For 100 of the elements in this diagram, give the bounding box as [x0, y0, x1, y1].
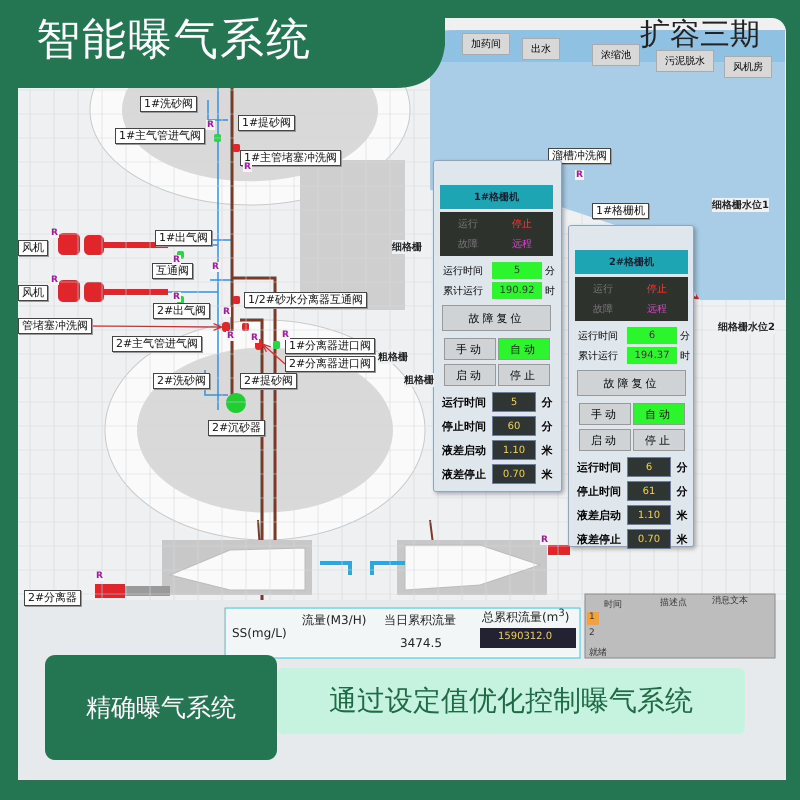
control-panel-window	[433, 160, 562, 492]
value-display: 1.10	[492, 440, 536, 460]
table-header: 当日累积流量	[384, 612, 456, 629]
table-header: 总累积流量(m$^{3}$)	[482, 608, 570, 626]
field-label: 累计运行	[442, 284, 484, 299]
status-text: 远程	[511, 238, 533, 252]
status-marker: R	[222, 307, 231, 317]
panel-button: 手动	[579, 403, 631, 425]
field-label: 液差停止	[576, 532, 622, 548]
nav-tab: 浓缩池	[592, 44, 640, 66]
screen-label: 粗格栅	[378, 350, 408, 364]
table-header: 流量(M3/H)	[302, 612, 366, 629]
valve-tag: 2#沉砂器	[208, 420, 266, 436]
status-marker: R	[243, 162, 252, 172]
valve-tag: 2#提砂阀	[240, 373, 298, 389]
panel-button: 故障复位	[577, 370, 686, 396]
valve-tag: 溜槽冲洗阀	[548, 148, 611, 164]
valve-tag: 1#主气管进气阀	[115, 128, 206, 144]
status-text: 远程	[646, 303, 668, 317]
nav-tab: 出水	[522, 38, 560, 60]
field-label: 分	[540, 418, 554, 434]
screen-label: 细格栅水位1	[712, 198, 769, 212]
panel-button: 启动	[444, 364, 496, 386]
status-marker: R	[250, 333, 259, 343]
valve-tag: 1/2#砂水分离器互通阀	[244, 292, 367, 308]
table-header: SS(mg/L)	[232, 626, 287, 640]
value-display: 60	[492, 416, 536, 436]
valve-tag: 2#分离器进口阀	[285, 356, 376, 372]
panel-button: 停止	[498, 364, 550, 386]
status-marker: R	[95, 571, 104, 581]
field-label: 停止时间	[440, 418, 487, 434]
field-label: 分	[676, 484, 688, 500]
field-label: 停止时间	[576, 484, 622, 500]
status-marker: R	[540, 535, 549, 545]
status-marker: R	[206, 120, 215, 130]
value-display: 6	[627, 457, 671, 477]
status-marker: R	[575, 170, 584, 180]
status-marker: R	[226, 331, 235, 341]
valve-tag: 互通阀	[152, 263, 193, 279]
field-label: 米	[540, 442, 554, 458]
status-marker: R	[50, 275, 59, 285]
field-label: 分	[676, 460, 688, 476]
screen-label: 粗格栅	[404, 373, 434, 387]
value-display: 6	[627, 327, 677, 344]
event-table-text: 就绪	[589, 646, 607, 659]
panel-title: 1#格栅机	[440, 185, 553, 209]
field-label: 运行时间	[442, 264, 484, 279]
event-table-text: 1	[589, 612, 595, 622]
event-table-text: 消息文本	[712, 594, 748, 607]
value-display: 5	[492, 392, 536, 412]
panel-button: 启动	[579, 429, 631, 451]
value-display: 61	[627, 481, 671, 501]
valve-tag: 1#提砂阀	[238, 115, 296, 131]
table-value: 1590312.0	[498, 631, 552, 642]
panel-button: 自动	[498, 338, 550, 360]
screen-label: 细格栅	[392, 240, 422, 254]
event-table-text: 时间	[604, 598, 622, 611]
valve-tag: 2#洗砂阀	[153, 373, 210, 389]
status-text: 故障	[457, 238, 479, 252]
value-display: 1.10	[627, 505, 671, 525]
nav-tab: 污泥脱水	[656, 50, 714, 72]
panel-button: 停止	[633, 429, 685, 451]
event-table-text: 2	[589, 628, 595, 638]
control-panel-window	[568, 225, 694, 547]
value-display: 0.70	[627, 529, 671, 549]
valve-tag: 1#格栅机	[592, 203, 650, 219]
valve-tag: 1#分离器进口阀	[285, 338, 376, 354]
valve-tag: 2#出气阀	[153, 303, 210, 319]
event-table-text: 描述点	[660, 596, 687, 609]
status-marker: R	[281, 330, 290, 340]
valve-tag: 1#出气阀	[155, 230, 212, 246]
field-label: 米	[540, 466, 554, 482]
status-text: 停止	[511, 218, 533, 232]
field-label: 液差停止	[441, 466, 487, 482]
panel-title: 2#格栅机	[575, 250, 688, 274]
field-label: 分	[544, 265, 556, 279]
field-label: 米	[676, 508, 688, 524]
field-label: 液差启动	[576, 508, 622, 524]
status-marker: R	[172, 255, 181, 265]
status-marker: R	[172, 292, 181, 302]
valve-tag: 2#主气管进气阀	[112, 336, 202, 352]
field-label: 米	[676, 532, 688, 548]
field-label: 运行时间	[441, 394, 487, 410]
status-text: 运行	[457, 218, 479, 232]
valve-tag: 风机	[18, 240, 48, 256]
status-text: 故障	[592, 302, 614, 317]
field-label: 运行时间	[577, 330, 619, 344]
nav-tab: 风机房	[724, 56, 772, 78]
status-marker: R	[50, 228, 59, 238]
page-title: 智能曝气系统	[36, 13, 312, 67]
banner-box: 通过设定值优化控制曝气系统	[277, 668, 745, 734]
valve-tag: 管堵塞冲洗阀	[18, 318, 92, 334]
value-display: 194.37	[627, 347, 677, 364]
table-value: 3474.5	[400, 636, 442, 650]
value-display: 190.92	[492, 282, 542, 299]
field-label: 分	[679, 330, 691, 344]
field-label: 累计运行	[577, 350, 619, 364]
field-label: 液差启动	[441, 442, 487, 458]
valve-tag: 2#分离器	[24, 590, 82, 606]
field-label: 时	[544, 284, 556, 299]
